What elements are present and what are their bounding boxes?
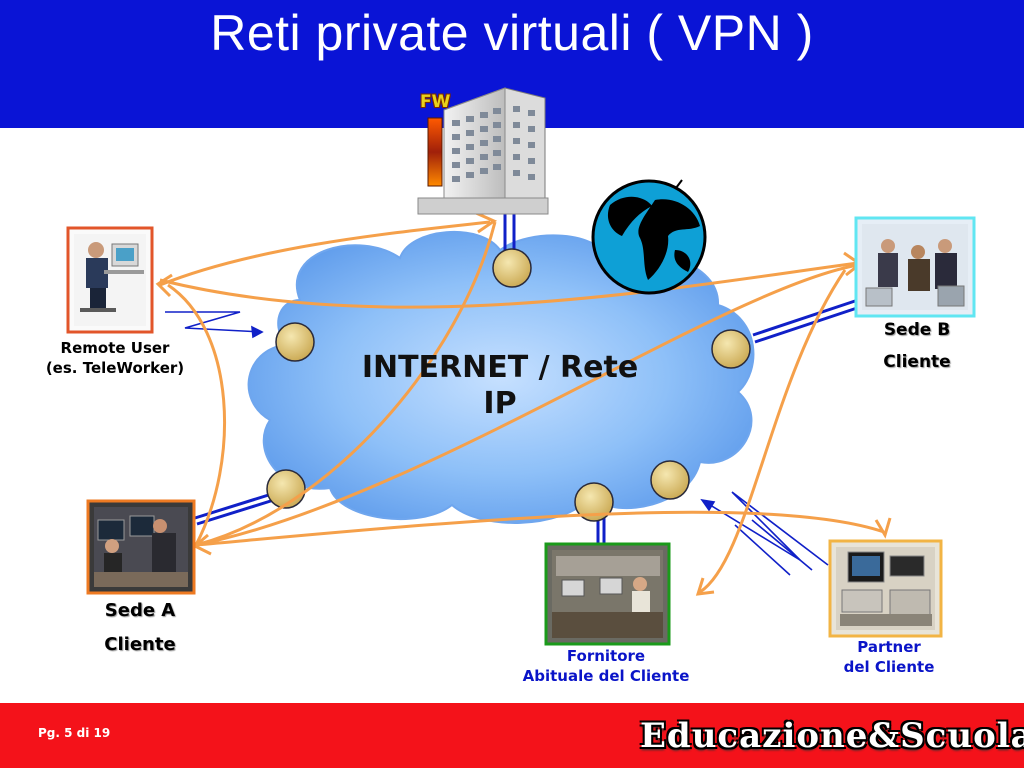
sede-b-label-line2: Cliente [883,352,951,372]
headquarters-building [417,87,549,215]
partner-wireless-link [701,491,829,566]
wireless-links [165,311,829,576]
router-node-icon [574,482,614,522]
router-node-icon [266,469,306,509]
sede-a-label: Sede A Cliente [80,594,200,662]
tunnel-remote-sede-a [167,283,226,546]
sede-b-photo [854,216,976,318]
tunnel-sede-a-partner [195,510,885,547]
globe-icon [591,179,707,295]
sede-b-label-line1: Sede B [883,320,951,340]
fornitore-label-line2: Abituale del Cliente [522,667,690,685]
fornitore-label-line1: Fornitore [566,647,646,665]
remote-user-label-line1: Remote User [60,339,170,357]
remote-user-label-line2: (es. TeleWorker) [45,359,185,377]
router-node-icon [650,460,690,500]
brand-logo: Educazione&Scuola [640,716,1024,756]
cloud-label-line1: INTERNET / Rete [361,350,639,385]
remote-user-label: Remote User (es. TeleWorker) [30,338,200,378]
sede-b-label: Sede B Cliente [858,314,976,378]
firewall-label: FW [420,92,451,112]
sede-a-label-line1: Sede A [104,600,176,621]
partner-label: Partner del Cliente [824,637,954,677]
cloud-label-line2: IP [483,386,517,421]
partner-label-line1: Partner [857,638,921,656]
sede-a-photo [86,499,196,595]
remote-user-wireless-link [165,311,263,333]
fornitore-label: Fornitore Abituale del Cliente [496,646,716,686]
router-node-icon [711,329,751,369]
tunnel-remote-sede-b [159,261,859,309]
cloud-label: INTERNET / Rete IP [330,350,670,422]
firewall-icon [427,117,443,187]
sede-b-cable [752,298,861,344]
page-indicator: Pg. 5 di 19 [38,726,111,740]
tunnel-sede-a-hq [195,221,497,547]
partner-photo [828,539,943,638]
fornitore-photo [544,542,671,646]
partner-label-line2: del Cliente [843,658,935,676]
footer-bar [0,703,1024,768]
internet-cloud [247,230,755,524]
remote-user-photo [66,226,154,334]
router-node-icon [275,322,315,362]
tunnel-remote-hq [159,220,491,287]
sede-a-label-line2: Cliente [104,634,176,655]
vpn-tunnels [159,220,885,594]
router-nodes [266,248,751,522]
tunnel-sede-b-fornitore [699,269,847,594]
slide-title: Reti private virtuali ( VPN ) [210,5,814,61]
router-node-icon [492,248,532,288]
tunnel-sede-a-sede-b [195,263,859,547]
